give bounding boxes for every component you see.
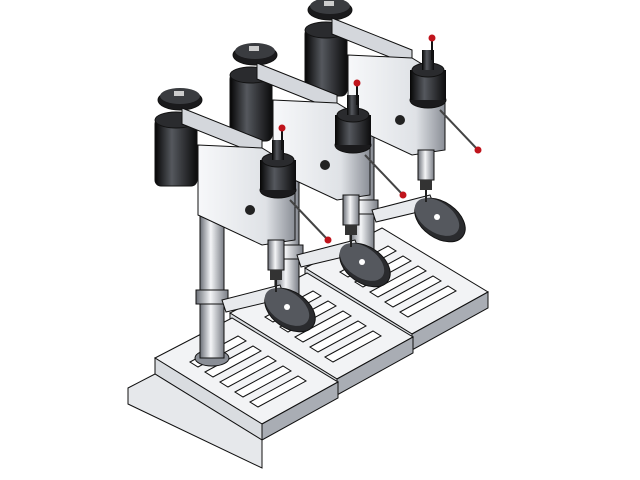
base-front-step (127, 373, 263, 469)
